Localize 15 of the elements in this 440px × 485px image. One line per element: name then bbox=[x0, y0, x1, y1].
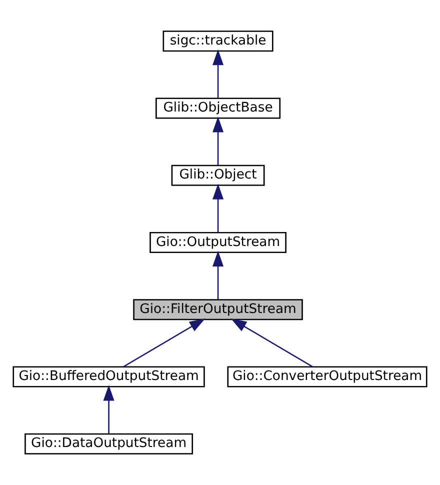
arrow bbox=[212, 116, 224, 166]
node-box: Glib::Object bbox=[171, 164, 265, 186]
node-box: sigc::trackable bbox=[162, 30, 274, 52]
arrow bbox=[230, 318, 313, 368]
node-box: Glib::ObjectBase bbox=[156, 98, 281, 119]
arrow bbox=[123, 318, 206, 368]
arrow bbox=[212, 49, 224, 98]
arrow bbox=[212, 250, 224, 300]
node-box: Gio::BufferedOutputStream bbox=[12, 366, 205, 388]
node-box: Gio::OutputStream bbox=[150, 232, 286, 254]
node-box: Gio::FilterOutputStream bbox=[133, 299, 303, 320]
arrow bbox=[212, 184, 224, 232]
node-box: Gio::DataOutputStream bbox=[24, 433, 194, 454]
arrow bbox=[103, 384, 114, 434]
node-box: Gio::ConverterOutputStream bbox=[227, 366, 428, 388]
